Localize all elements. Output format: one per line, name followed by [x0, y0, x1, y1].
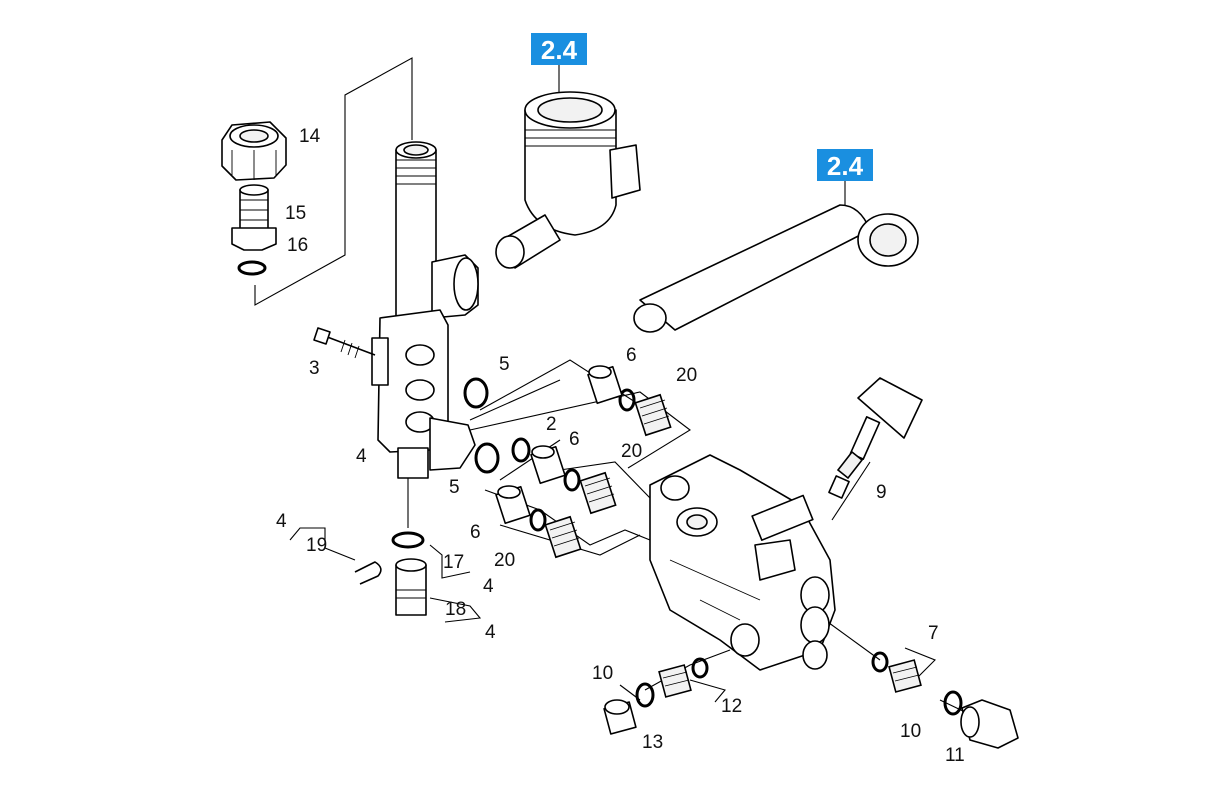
label-6-b: 6: [569, 429, 580, 450]
label-18: 18: [445, 599, 466, 620]
cap-nut-part-14[interactable]: [221, 121, 287, 181]
label-19: 19: [306, 535, 327, 556]
o-ring-small-e[interactable]: [871, 651, 889, 673]
label-10-a: 10: [592, 663, 613, 684]
o-ring-part-10-right[interactable]: [943, 690, 963, 716]
plug-part-13[interactable]: [603, 699, 637, 735]
screw-part-3[interactable]: [313, 327, 376, 359]
label-7: 7: [928, 623, 939, 644]
hex-plug-part-11[interactable]: [960, 699, 1019, 749]
label-2: 2: [546, 414, 557, 435]
filter-housing[interactable]: [495, 91, 641, 269]
label-14: 14: [299, 126, 321, 147]
plug-part-6-top[interactable]: [587, 365, 623, 405]
label-20-b: 20: [621, 441, 642, 462]
label-17: 17: [443, 552, 464, 573]
label-5-b: 5: [449, 477, 460, 498]
connecting-pipe[interactable]: [633, 204, 919, 333]
label-4-d: 4: [485, 622, 496, 643]
reference-badge-right[interactable]: 2.4: [817, 149, 873, 181]
label-3: 3: [309, 358, 320, 379]
check-valve-part-20-top[interactable]: [634, 393, 672, 437]
label-13: 13: [642, 732, 663, 753]
label-12: 12: [721, 696, 742, 717]
label-11: 11: [945, 745, 965, 766]
switch-part-9[interactable]: [828, 377, 923, 499]
label-10-b: 10: [900, 721, 921, 742]
hose-nipple-part-15[interactable]: [231, 184, 277, 251]
label-15: 15: [285, 203, 306, 224]
o-ring-part-16[interactable]: [237, 260, 267, 276]
o-ring-part-2[interactable]: [511, 437, 531, 463]
label-6-a: 6: [626, 345, 637, 366]
label-4-a: 4: [356, 446, 367, 467]
label-16: 16: [287, 235, 308, 256]
clip-part-19[interactable]: [354, 561, 382, 585]
valve-housing[interactable]: [649, 454, 836, 671]
badge-top-label: 2.4: [541, 35, 578, 65]
label-6-c: 6: [470, 522, 481, 543]
label-4-c: 4: [483, 576, 494, 597]
part-number-labels: 14 15 16 3 4 5 5 6 6 6 20 20 20 2 9 4 19…: [276, 126, 965, 766]
check-valve-part-20-middle[interactable]: [579, 471, 617, 515]
o-ring-small-b[interactable]: [563, 468, 581, 492]
o-ring-part-17[interactable]: [391, 531, 425, 549]
o-ring-small-c[interactable]: [529, 508, 547, 532]
o-ring-small-d[interactable]: [691, 657, 709, 679]
check-valve-part-20-lower[interactable]: [544, 515, 582, 559]
label-20-c: 20: [494, 550, 515, 571]
sleeve-part-18[interactable]: [395, 558, 427, 616]
label-20-a: 20: [676, 365, 697, 386]
outlet-tube-assembly[interactable]: [371, 141, 479, 479]
reference-badge-top[interactable]: 2.4: [531, 33, 587, 65]
badge-right-label: 2.4: [827, 151, 864, 181]
o-ring-small-a[interactable]: [618, 388, 636, 412]
label-9: 9: [876, 482, 887, 503]
label-5-a: 5: [499, 354, 510, 375]
leader-lines: [254, 57, 966, 713]
o-ring-part-10-left[interactable]: [635, 682, 655, 708]
plug-part-6-lower[interactable]: [495, 485, 531, 525]
valve-insert-part-12[interactable]: [658, 664, 692, 698]
o-ring-part-5-lower[interactable]: [474, 442, 500, 474]
plug-part-6-middle[interactable]: [530, 445, 566, 485]
valve-insert-part-7[interactable]: [888, 659, 922, 693]
o-ring-part-5-upper[interactable]: [463, 377, 489, 409]
label-4-b: 4: [276, 511, 287, 532]
